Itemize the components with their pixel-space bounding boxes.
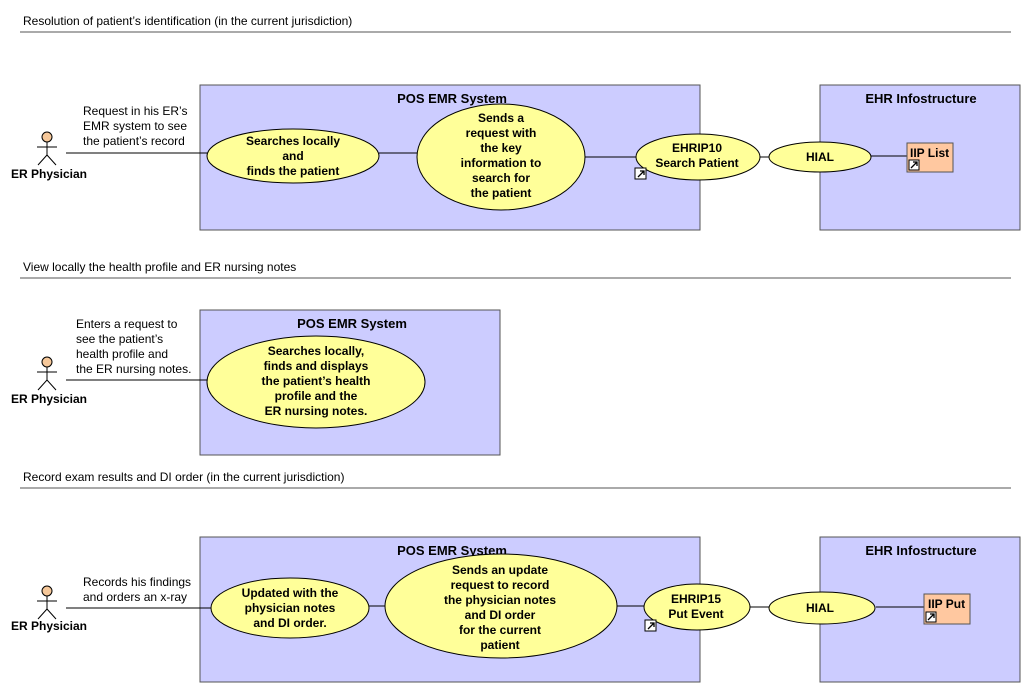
svg-text:EHRIP15: EHRIP15 — [671, 592, 721, 606]
svg-text:finds the patient: finds the patient — [247, 164, 340, 178]
actor-note-line: see the patient’s — [76, 332, 163, 346]
component-iip-list[interactable]: IIP List — [906, 142, 954, 173]
actor-er-physician[interactable]: ER Physician — [11, 131, 87, 181]
actor-note-line: Request in his ER’s — [83, 104, 188, 118]
usecase-ehrip10-search-patient[interactable]: EHRIP10 Search Patient — [634, 133, 761, 181]
actor-er-physician[interactable]: ER Physician — [11, 356, 87, 406]
svg-text:the patient’s health: the patient’s health — [262, 374, 371, 388]
pos-emr-system-title: POS EMR System — [397, 543, 507, 558]
svg-text:and DI order.: and DI order. — [253, 616, 326, 630]
svg-text:Search Patient: Search Patient — [655, 156, 738, 170]
link-shortcut-icon[interactable] — [908, 159, 920, 171]
svg-text:IIP Put: IIP Put — [928, 597, 965, 611]
actor-label: ER Physician — [11, 167, 87, 181]
svg-text:ER nursing notes.: ER nursing notes. — [265, 404, 368, 418]
actor-label: ER Physician — [11, 392, 87, 406]
ehr-infostructure-title: EHR Infostructure — [865, 543, 976, 558]
actor-note-line: and orders an x-ray — [83, 590, 187, 604]
section-record-exam-results: Record exam results and DI order (in the… — [11, 470, 1021, 683]
svg-text:profile and the: profile and the — [275, 389, 358, 403]
actor-label: ER Physician — [11, 619, 87, 633]
svg-text:HIAL: HIAL — [806, 150, 834, 164]
usecase-hial[interactable]: HIAL — [768, 141, 872, 173]
svg-text:Sends an update: Sends an update — [452, 563, 548, 577]
svg-text:Searches locally: Searches locally — [246, 134, 340, 148]
svg-text:search for: search for — [472, 171, 530, 185]
actor-note-line: health profile and — [76, 347, 168, 361]
usecase-sends-update-request[interactable]: Sends an update request to record the ph… — [384, 553, 618, 659]
svg-text:the key: the key — [480, 141, 522, 155]
usecase-searches-locally[interactable]: Searches locally and finds the patient — [206, 128, 380, 184]
svg-text:for the current: for the current — [459, 623, 541, 637]
usecase-sends-search-request[interactable]: Sends a request with the key information… — [416, 103, 586, 211]
section-title: Resolution of patient’s identification (… — [23, 14, 352, 28]
usecase-updated-with-notes[interactable]: Updated with the physician notes and DI … — [210, 577, 370, 639]
svg-text:EHRIP10: EHRIP10 — [672, 141, 722, 155]
svg-text:information to: information to — [461, 156, 542, 170]
ehr-infostructure-title: EHR Infostructure — [865, 91, 976, 106]
svg-text:request to record: request to record — [451, 578, 550, 592]
svg-text:Sends a: Sends a — [478, 111, 524, 125]
svg-text:HIAL: HIAL — [806, 601, 834, 615]
link-shortcut-icon[interactable] — [925, 611, 937, 623]
usecase-ehrip15-put-event[interactable]: EHRIP15 Put Event — [643, 583, 751, 632]
actor-note-line: EMR system to see — [83, 119, 187, 133]
section-view-health-profile: View locally the health profile and ER n… — [11, 260, 1011, 456]
section-title: Record exam results and DI order (in the… — [23, 470, 344, 484]
actor-note-line: Enters a request to — [76, 317, 178, 331]
pos-emr-system-title: POS EMR System — [397, 91, 507, 106]
svg-text:physician notes: physician notes — [245, 601, 336, 615]
svg-text:finds and displays: finds and displays — [264, 359, 369, 373]
svg-text:and DI order: and DI order — [465, 608, 536, 622]
usecase-hial[interactable]: HIAL — [768, 591, 876, 625]
actor-head-icon — [41, 356, 53, 368]
actor-head-icon — [41, 131, 53, 143]
svg-text:Updated with the: Updated with the — [242, 586, 339, 600]
actor-er-physician[interactable]: ER Physician — [11, 585, 87, 633]
actor-note-line: the ER nursing notes. — [76, 362, 191, 376]
actor-note-line: Records his findings — [83, 575, 191, 589]
section-title: View locally the health profile and ER n… — [23, 260, 296, 274]
svg-text:the physician notes: the physician notes — [444, 593, 556, 607]
svg-text:and: and — [282, 149, 303, 163]
actor-note-line: the patient’s record — [83, 134, 185, 148]
svg-text:Put Event: Put Event — [668, 607, 723, 621]
link-shortcut-icon[interactable] — [634, 167, 647, 180]
component-iip-put[interactable]: IIP Put — [923, 593, 971, 625]
svg-text:the patient: the patient — [471, 186, 532, 200]
svg-text:patient: patient — [480, 638, 519, 652]
link-shortcut-icon[interactable] — [644, 619, 657, 632]
pos-emr-system-title: POS EMR System — [297, 316, 407, 331]
actor-head-icon — [41, 585, 53, 597]
svg-text:IIP List: IIP List — [910, 146, 949, 160]
svg-text:request with: request with — [466, 126, 537, 140]
svg-text:Searches locally,: Searches locally, — [268, 344, 365, 358]
section-resolution-patient-id: Resolution of patient’s identification (… — [11, 14, 1021, 231]
usecase-searches-displays-profile[interactable]: Searches locally, finds and displays the… — [206, 335, 426, 429]
